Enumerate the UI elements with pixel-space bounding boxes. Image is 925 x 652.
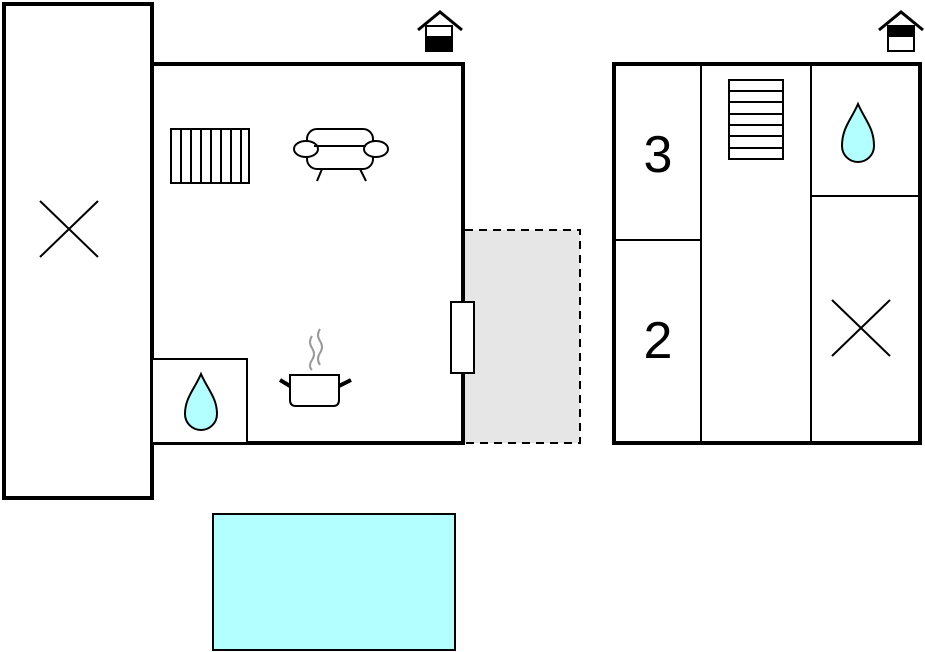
radiator-icon — [170, 128, 250, 184]
ground-floor — [2, 2, 581, 651]
swimming-pool — [212, 513, 456, 651]
terrace-area — [465, 230, 580, 443]
ground-left-room — [2, 2, 154, 500]
upper-outline — [612, 62, 922, 445]
house-level-icon — [878, 10, 924, 52]
bedroom-cross-icon — [831, 299, 891, 357]
bathroom-drop-icon — [840, 101, 876, 163]
door-icon — [450, 301, 475, 374]
cooking-pot-icon — [278, 328, 352, 407]
sofa-icon — [293, 128, 389, 182]
bedroom-cross-icon — [39, 200, 99, 258]
bathroom-drop-icon — [183, 371, 219, 431]
house-level-icon — [417, 10, 463, 52]
staircase-icon — [728, 79, 784, 160]
room-number: 2 — [644, 312, 673, 370]
upper-floor: 3 2 — [612, 10, 924, 445]
terrace-outline — [465, 229, 581, 444]
room-number: 3 — [644, 126, 673, 184]
